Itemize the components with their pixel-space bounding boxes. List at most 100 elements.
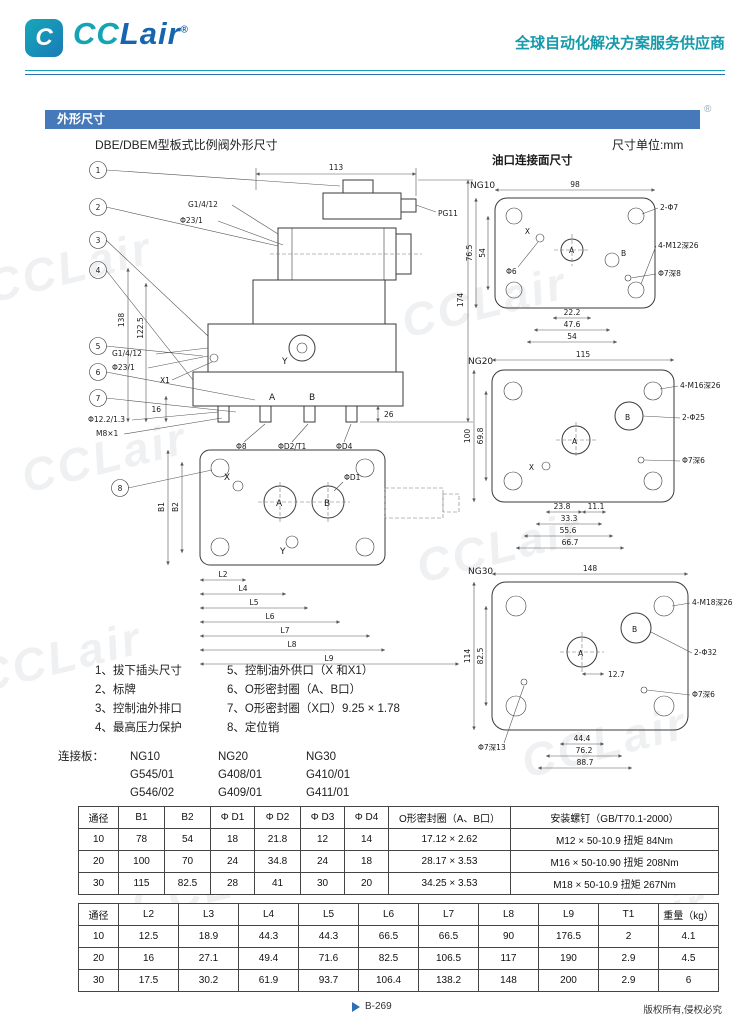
header-divider-teal (25, 70, 725, 71)
table-cell: 100 (118, 850, 165, 873)
thread-callout: G1/4/12 (112, 349, 142, 358)
table-cell: 138.2 (418, 969, 479, 992)
ng30-label: NG30 (468, 567, 493, 577)
column-header: Φ D3 (300, 806, 345, 829)
port-label-a: A (269, 393, 276, 403)
dim-label: 26 (384, 410, 394, 419)
dim-label: L6 (266, 612, 275, 621)
dim-label: 148 (583, 564, 598, 573)
hole-callout: Φ7深6 (692, 690, 715, 699)
company-tagline: 全球自动化解决方案服务供应商 (514, 35, 725, 52)
screw-callout: 4-M18深26 (692, 598, 733, 607)
hole-callout: 2-Φ25 (682, 413, 705, 422)
table-cell: 82.5 (358, 947, 419, 970)
dim-label: 76.5 (465, 244, 474, 261)
table-cell: 90 (478, 925, 539, 948)
plate-model: G545/01 (130, 769, 175, 781)
dim-label: 115 (576, 350, 591, 359)
table-cell: M18 × 50-10.9 扭矩 267Nm (510, 872, 719, 895)
port-label-a: A (276, 499, 283, 509)
table-cell: 18.9 (178, 925, 239, 948)
balloon-number: 6 (96, 368, 101, 377)
balloon-number: 8 (118, 484, 123, 493)
table-cell: 44.3 (298, 925, 359, 948)
dim-label: 44.4 (574, 734, 591, 743)
page-number-label: B-269 (365, 1001, 392, 1012)
table-cell: 44.3 (238, 925, 299, 948)
port-label-b: B (621, 249, 626, 258)
table-cell: 148 (478, 969, 539, 992)
dim-label: 69.8 (476, 427, 485, 444)
table-cell: 12.5 (118, 925, 179, 948)
port-label-x: X (224, 473, 230, 483)
table-cell: 71.6 (298, 947, 359, 970)
thread-callout: G1/4/12 (188, 200, 218, 209)
diameter-callout: ΦD1 (344, 473, 361, 482)
table-cell: 49.4 (238, 947, 299, 970)
table-cell: 34.8 (254, 850, 301, 873)
table-cell: 2.9 (598, 969, 659, 992)
port-face-drawings: 油口连接面尺寸 NG10 X A B Φ6 98 76.5 54 (463, 153, 733, 770)
port-label-y: Y (279, 547, 286, 557)
column-header: 通径 (78, 806, 119, 829)
table-cell: 17.12 × 2.62 (388, 828, 511, 851)
note-item: 3、控制油外排口 (95, 703, 182, 715)
dim-label: 54 (478, 248, 487, 258)
dim-label: L5 (250, 598, 259, 607)
copyright-notice: 版权所有,侵权必究 (643, 1005, 722, 1016)
item-balloons: 1 2 3 4 5 6 7 8 (89, 161, 341, 497)
diameter-callout: Φ23/1 (180, 216, 203, 225)
dim-label: 33.3 (561, 514, 578, 523)
table-cell: 61.9 (238, 969, 299, 992)
table-cell: 14 (344, 828, 389, 851)
column-header: L6 (358, 903, 419, 926)
plate-model: G546/02 (130, 787, 175, 799)
dim-label: B2 (171, 502, 180, 512)
note-item: 4、最高压力保护 (95, 722, 182, 734)
diameter-callout: Φ12.2/1.3 (88, 415, 125, 424)
table-cell: 6 (658, 969, 719, 992)
plate-size: NG10 (130, 751, 161, 763)
table-cell: 2 (598, 925, 659, 948)
plate-column-ng10: NG10 G545/01 G546/02 (130, 748, 192, 802)
table-cell: 28.17 × 3.53 (388, 850, 511, 873)
port-callout: X1 (160, 376, 170, 385)
table-cell: 115 (118, 872, 165, 895)
dim-label: 88.7 (577, 758, 594, 767)
table-cell: 30 (300, 872, 345, 895)
cable-gland-callout: PG11 (438, 209, 458, 218)
connection-plates: 连接板： NG10 G545/01 G546/02 NG20 G408/01 G… (58, 748, 368, 802)
dim-label: 11.1 (588, 502, 605, 511)
diameter-callout: ΦD4 (336, 442, 353, 451)
note-item: 7、O形密封圈（X口）9.25 × 1.78 (227, 703, 400, 715)
plate-model: G408/01 (218, 769, 263, 781)
ng10-label: NG10 (470, 181, 495, 191)
table-cell: 30.2 (178, 969, 239, 992)
port-label-b: B (324, 499, 330, 509)
hole-callout: 2-Φ32 (694, 648, 717, 657)
dim-label: B1 (157, 502, 166, 512)
column-header: 重量（kg） (658, 903, 719, 926)
hole-callout: Φ7深6 (682, 456, 705, 465)
dim-label: 76.2 (576, 746, 593, 755)
table-cell: M12 × 50-10.9 扭矩 84Nm (510, 828, 719, 851)
plate-model: G410/01 (306, 769, 351, 781)
brand-wordmark: CCLair® (73, 16, 189, 52)
page-header: C CCLair® 全球自动化解决方案服务供应商 (25, 16, 725, 66)
column-header: L2 (118, 903, 179, 926)
screw-callout: 4-M12深26 (658, 241, 699, 250)
page-number: B-269 (352, 1001, 392, 1012)
table-cell: 10 (78, 828, 119, 851)
table-cell: 28 (210, 872, 255, 895)
technical-drawing: 113 174 138 122.5 16 26 G1/4/12 Φ23/1 PG… (88, 153, 733, 770)
note-item: 6、O形密封圈（A、B口） (227, 684, 362, 696)
table-cell: 82.5 (164, 872, 211, 895)
table-cell: 18 (344, 850, 389, 873)
column-header: B1 (118, 806, 165, 829)
